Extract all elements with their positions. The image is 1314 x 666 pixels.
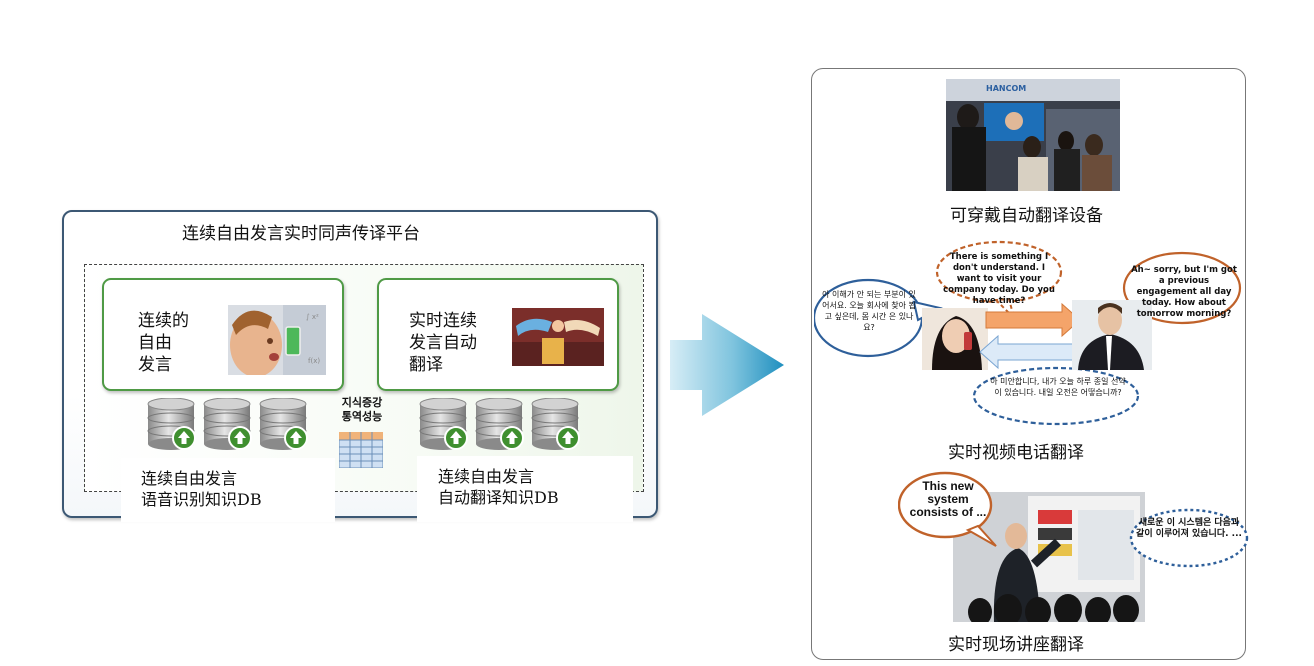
card-right-line3: 翻译 [409, 355, 443, 375]
db-left-line1: 连续自由发言 [141, 469, 238, 488]
translation-illustration [512, 308, 604, 366]
knowledge-line2: 통역성능 [341, 410, 383, 423]
speech-recognition-db-icons [147, 398, 308, 451]
card-right-line2: 发言自动 [409, 333, 477, 353]
knowledge-line1: 지식증강 [341, 396, 383, 409]
db-right-line1: 连续自由发言 [438, 467, 535, 486]
wearable-device-photo: HANCOM [946, 79, 1120, 191]
video-call-illustration [814, 240, 1242, 426]
lecture-caption: 实时现场讲座翻译 [948, 635, 1084, 655]
card-realtime-translation: 实时连续 发言自动 翻译 [377, 278, 619, 391]
db-right-line2: 自动翻译知识DB [438, 488, 559, 507]
bubble-korean-reply: 아 미안합니다, 내가 오늘 하루 종일 선약이 있습니다. 내일 오전은 어떻… [990, 377, 1126, 397]
lecture-bubble-korean: 새로운 이 시스템은 다음과 같이 이루어져 있습니다. ... [1136, 518, 1242, 539]
speech-recognition-db-label: 连续自由发言 语音识别知识DB [121, 458, 335, 522]
lecture-bubble-english: This new system consists of ... [909, 479, 987, 519]
bubble-english-reply: Ah~ sorry, but I'm got a previous engage… [1131, 265, 1237, 319]
db-left-line2: 语音识别知识DB [141, 490, 262, 509]
card-continuous-speech: 连续的 自由 发言 ∫ x² f(x) [102, 278, 344, 391]
table-grid-icon [339, 432, 383, 468]
lecture-illustration [898, 471, 1249, 622]
booth-sign-text: HANCOM [986, 84, 1026, 93]
svg-text:∫ x²: ∫ x² [306, 313, 319, 321]
card-left-line1: 连续的 [138, 311, 189, 331]
knowledge-enhancement-label: 지식증강 통역성능 [334, 396, 390, 424]
wearable-caption: 可穿戴自动翻译设备 [950, 206, 1103, 226]
card-left-line3: 发言 [138, 355, 172, 375]
card-right-line1: 实时连续 [409, 311, 477, 331]
card-realtime-translation-text: 实时连续 发言自动 翻译 [409, 310, 477, 376]
bubble-english-question: There is something I don't understand. I… [943, 252, 1055, 306]
card-left-line2: 自由 [138, 333, 172, 353]
video-call-caption: 实时视频电话翻译 [948, 443, 1084, 463]
platform-title: 连续自由发言实时同声传译平台 [182, 224, 420, 244]
auto-translation-db-label: 连续自由发言 自动翻译知识DB [417, 456, 633, 522]
speaking-child-photo: ∫ x² f(x) [228, 305, 326, 375]
svg-text:f(x): f(x) [308, 357, 320, 365]
auto-translation-db-icons [419, 398, 580, 451]
flow-arrow [670, 314, 784, 416]
bubble-korean-question: 아 이해가 안 되는 부분이 있어서요. 오늘 회사에 찾아 뵙고 싶은데, 몸… [822, 290, 916, 332]
card-continuous-speech-text: 连续的 自由 发言 [138, 310, 189, 376]
